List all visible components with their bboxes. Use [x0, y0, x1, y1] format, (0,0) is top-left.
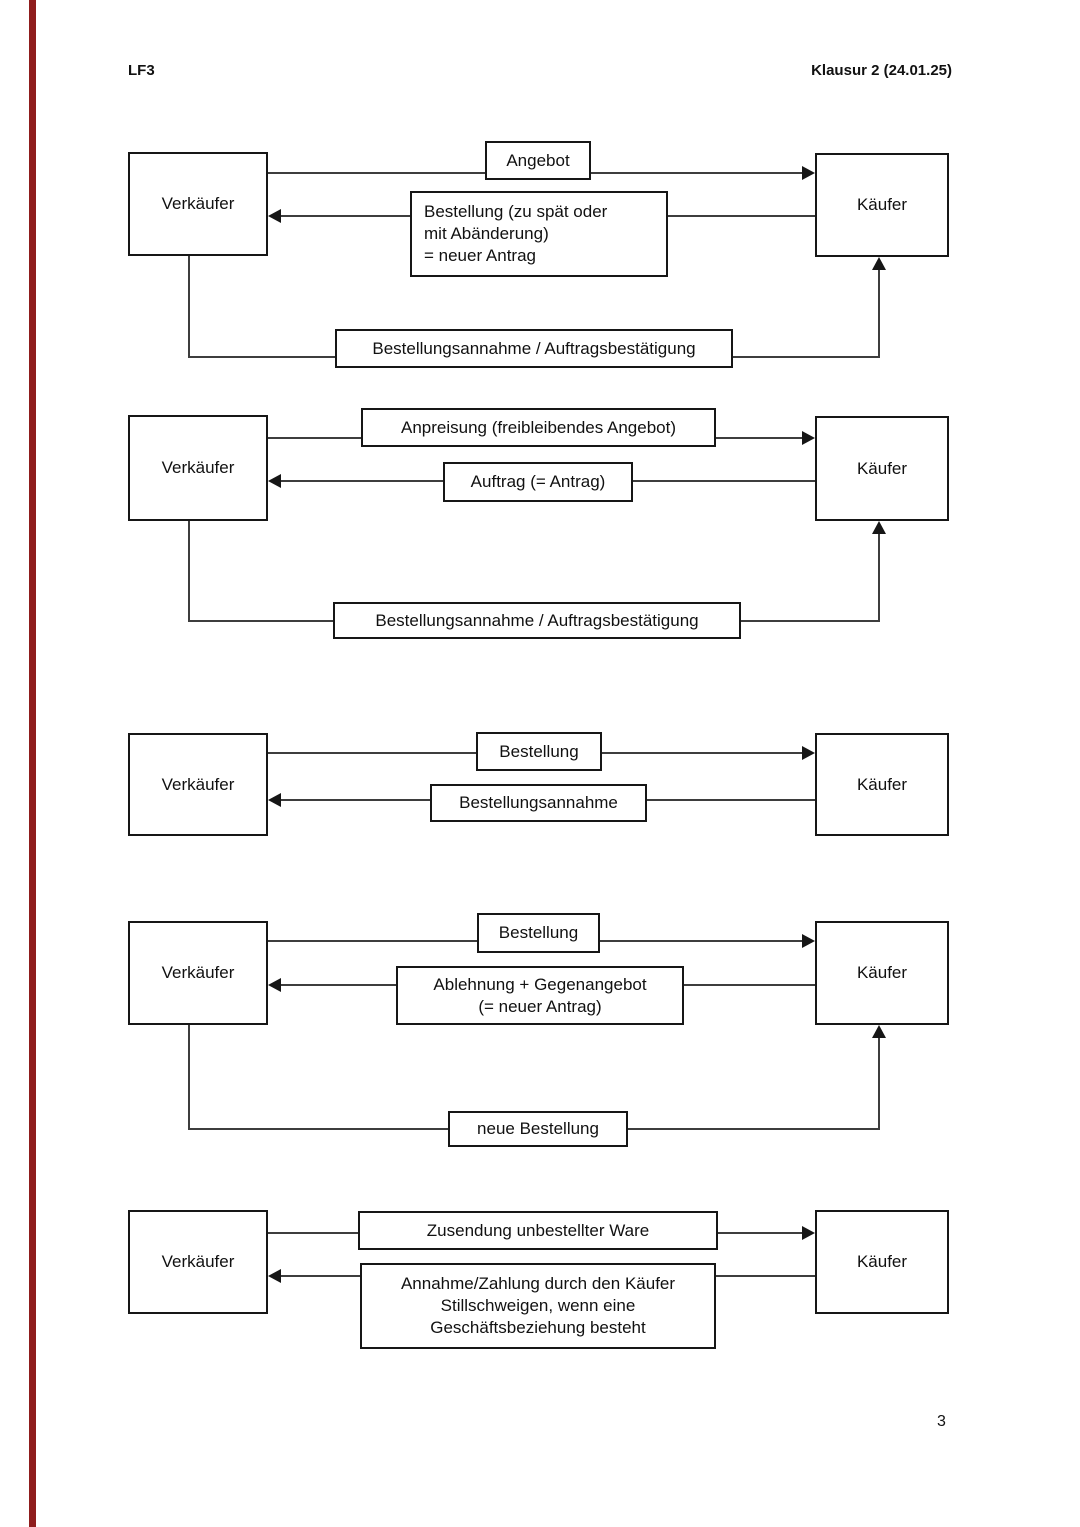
buyer-box: Käufer — [815, 1210, 949, 1314]
bottom-message-label: Bestellungsannahme / Auftragsbestätigung — [335, 329, 733, 368]
bottom-path-right-segment — [878, 269, 880, 357]
buyer-box: Käufer — [815, 416, 949, 521]
forward-message-label: Bestellung — [476, 732, 602, 771]
bottom-path-left-segment — [188, 256, 190, 357]
buyer-box: Käufer — [815, 921, 949, 1025]
backward-message-label: Bestellungsannahme — [430, 784, 647, 822]
bottom-path-left-segment — [188, 521, 190, 621]
seller-box: Verkäufer — [128, 1210, 268, 1314]
seller-box: Verkäufer — [128, 152, 268, 256]
backward-arrowhead — [268, 978, 281, 992]
seller-box: Verkäufer — [128, 733, 268, 836]
header-exam-label: Klausur 2 (24.01.25) — [811, 62, 952, 79]
seller-box: Verkäufer — [128, 921, 268, 1025]
bottom-path-arrowhead — [872, 521, 886, 534]
forward-arrowhead — [802, 934, 815, 948]
forward-arrowhead — [802, 1226, 815, 1240]
bottom-path-right-segment — [878, 533, 880, 621]
forward-arrowhead — [802, 746, 815, 760]
bottom-path-right-segment — [878, 1037, 880, 1129]
forward-message-label: Zusendung unbestellter Ware — [358, 1211, 718, 1250]
buyer-box: Käufer — [815, 153, 949, 257]
bottom-path-arrowhead — [872, 1025, 886, 1038]
backward-message-label: Auftrag (= Antrag) — [443, 462, 633, 502]
backward-arrowhead — [268, 1269, 281, 1283]
bottom-path-arrowhead — [872, 257, 886, 270]
forward-message-label: Anpreisung (freibleibendes Angebot) — [361, 408, 716, 447]
buyer-box: Käufer — [815, 733, 949, 836]
forward-arrowhead — [802, 431, 815, 445]
backward-message-label: Annahme/Zahlung durch den Käufer Stillsc… — [360, 1263, 716, 1349]
header-course-label: LF3 — [128, 62, 155, 79]
backward-arrowhead — [268, 474, 281, 488]
backward-arrowhead — [268, 209, 281, 223]
forward-message-label: Bestellung — [477, 913, 600, 953]
bottom-message-label: Bestellungsannahme / Auftragsbestätigung — [333, 602, 741, 639]
page-number: 3 — [937, 1413, 946, 1430]
bottom-path-left-segment — [188, 1025, 190, 1129]
red-margin-line — [29, 0, 36, 1527]
backward-message-label: Ablehnung + Gegenangebot (= neuer Antrag… — [396, 966, 684, 1025]
seller-box: Verkäufer — [128, 415, 268, 521]
bottom-message-label: neue Bestellung — [448, 1111, 628, 1147]
backward-arrowhead — [268, 793, 281, 807]
forward-message-label: Angebot — [485, 141, 591, 180]
backward-message-label: Bestellung (zu spät oder mit Abänderung)… — [410, 191, 668, 277]
forward-arrowhead — [802, 166, 815, 180]
